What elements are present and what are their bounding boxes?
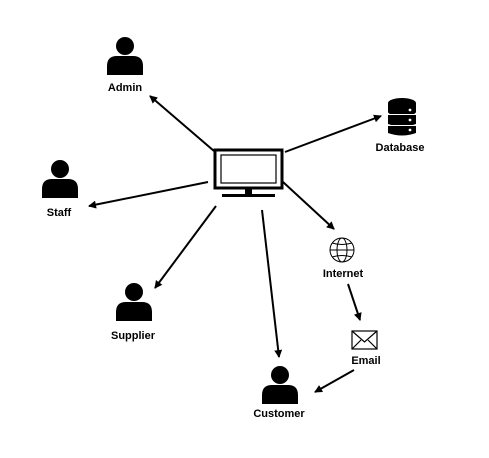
edge-computer-staff (88, 181, 209, 209)
person-icon (116, 283, 152, 321)
customer-label: Customer (253, 408, 305, 420)
edge-computer-database (284, 114, 382, 153)
person-icon (262, 366, 298, 404)
staff-node: Staff (42, 160, 78, 219)
edge-computer-supplier (154, 205, 217, 289)
edge-computer-admin (149, 95, 215, 152)
edge-email-customer (314, 369, 355, 393)
email-node: Email (351, 330, 381, 367)
database-icon (388, 98, 416, 136)
person-icon (42, 160, 78, 198)
globe-icon (329, 237, 355, 263)
customer-node: Customer (253, 366, 305, 420)
edge-computer-customer (261, 209, 283, 358)
edges (88, 95, 382, 393)
person-icon (107, 37, 143, 75)
edge-internet-email (347, 283, 362, 321)
database-node: Database (376, 98, 425, 154)
internet-node: Internet (323, 237, 364, 280)
email-label: Email (351, 355, 380, 367)
envelope-icon (351, 330, 378, 350)
supplier-node: Supplier (111, 283, 156, 342)
database-label: Database (376, 142, 425, 154)
supplier-label: Supplier (111, 330, 156, 342)
internet-label: Internet (323, 268, 364, 280)
admin-node: Admin (107, 37, 143, 94)
edge-computer-internet (282, 181, 335, 230)
computer-node (213, 148, 284, 197)
staff-label: Staff (47, 207, 72, 219)
admin-label: Admin (108, 82, 143, 94)
monitor-icon (213, 148, 284, 197)
